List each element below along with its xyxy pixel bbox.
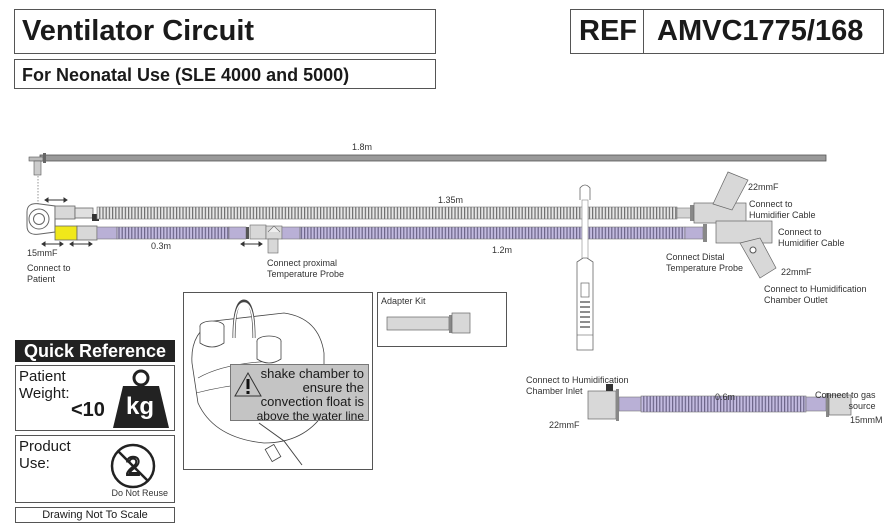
scale-note: Drawing Not To Scale <box>15 507 175 523</box>
inlet-size-label: 22mmF <box>549 420 580 430</box>
inspiratory-tube <box>96 206 678 220</box>
weight-label: Patient Weight: <box>19 368 70 402</box>
overall-length-label: 1.8m <box>352 142 373 152</box>
ref-box: REF AMVC1775/168 <box>570 9 884 54</box>
do-not-reuse-icon: 2 <box>110 443 156 489</box>
weight-value: <10 <box>71 399 105 421</box>
page-title: Ventilator Circuit <box>22 15 255 47</box>
title-box: Ventilator Circuit <box>14 9 436 54</box>
ref-divider <box>643 10 644 53</box>
use-label: Product Use: <box>19 438 71 472</box>
warning-icon <box>234 371 262 397</box>
patient-wye <box>26 203 99 241</box>
warning-line: shake chamber to <box>260 366 364 381</box>
warning-line: ensure the <box>302 380 364 395</box>
humidifier-cable-label-1: Connect to Humidifier Cable <box>749 199 816 220</box>
warning-line: convection float is <box>260 394 364 409</box>
weight-unit: kg <box>126 393 155 420</box>
adjust-arrows <box>41 197 263 247</box>
size-top-label: 22mmF <box>748 182 779 192</box>
expiratory-tube <box>96 224 704 254</box>
adapter-kit-title: Adapter Kit <box>381 296 426 306</box>
chamber-outlet-label: Connect to Humidification Chamber Outlet <box>764 284 867 305</box>
adapter-icon <box>386 312 471 334</box>
size-bottom-label: 22mmF <box>781 267 812 277</box>
humidifier-cable-label-2: Connect to Humidifier Cable <box>778 227 845 248</box>
subtitle-box: For Neonatal Use (SLE 4000 and 5000) <box>14 59 436 89</box>
patient-connector-size: 15mmF <box>27 248 58 258</box>
distal-probe-label: Connect Distal Temperature Probe <box>666 252 744 273</box>
dry-line <box>587 384 852 421</box>
do-not-reuse-label: Do Not Reuse <box>111 488 168 498</box>
patient-segment-length-label: 0.3m <box>151 241 172 251</box>
gas-source-label: Connect to gas source <box>815 390 876 411</box>
product-use-panel: Product Use: 2 Do Not Reuse <box>15 435 175 503</box>
ref-label: REF <box>579 15 637 47</box>
quick-reference-title: Quick Reference <box>15 340 175 362</box>
patient-weight-panel: Patient Weight: <10 kg <box>15 365 175 431</box>
warning-callout: shake chamber to ensure the convection f… <box>230 364 369 423</box>
support-bar <box>28 153 827 205</box>
inspiratory-length-label: 1.35m <box>438 195 464 205</box>
connect-patient-label: Connect to Patient <box>27 263 71 284</box>
humidifier-fittings <box>690 171 777 279</box>
dry-line-length-label: 0.6m <box>715 392 736 402</box>
gas-source-size-label: 15mmM <box>850 415 883 425</box>
weight-icon <box>113 369 169 428</box>
proximal-probe-label: Connect proximal Temperature Probe <box>267 258 345 279</box>
chamber-inlet-label: Connect to Humidification Chamber Inlet <box>526 375 629 396</box>
ref-code: AMVC1775/168 <box>657 15 864 47</box>
warning-line: above the water line <box>256 409 364 423</box>
tube-clip <box>576 184 594 351</box>
adapter-kit-box: Adapter Kit <box>377 292 507 347</box>
expiratory-length-label: 1.2m <box>492 245 513 255</box>
page-subtitle: For Neonatal Use (SLE 4000 and 5000) <box>22 65 350 85</box>
